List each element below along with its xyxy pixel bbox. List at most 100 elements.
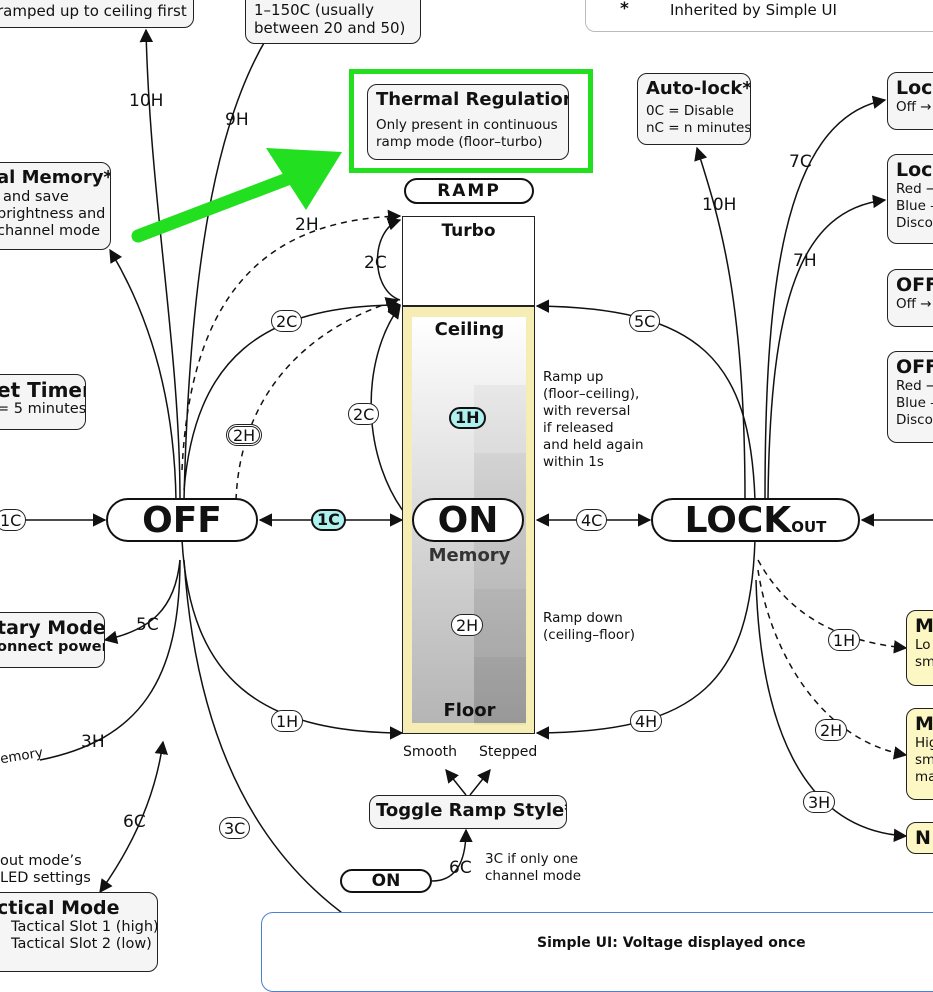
timer-title: et Timer [0, 378, 86, 402]
one-channel-note: 3C if only one channel mode [485, 851, 581, 885]
edge-3h-left: 3H [81, 732, 105, 752]
edge-1h-right[interactable]: 1H [828, 629, 861, 651]
edge-5c-right[interactable]: 5C [629, 310, 661, 332]
edge-3c-left[interactable]: 3C [219, 817, 251, 839]
stepped-label: Stepped [479, 744, 538, 760]
edge-9h: 9H [225, 110, 249, 130]
edge-2h-right[interactable]: 2H [815, 719, 848, 741]
lock-2-title: Lock [896, 159, 933, 181]
ramp-up-line-6: within 1s [543, 454, 604, 470]
memory-desc-3: channel mode [0, 223, 101, 239]
off-2-desc-3: Disco [896, 412, 933, 428]
thermal-title: Thermal Regulation [376, 89, 569, 110]
edge-10h-right: 10H [702, 195, 737, 215]
edge-2c-on[interactable]: 2C [348, 403, 380, 425]
top-mid-line-1: 1–150C (usually [254, 1, 374, 19]
edge-1c-center[interactable]: 1C [311, 509, 346, 531]
one-channel-line-2: channel mode [485, 868, 581, 884]
memory-desc-2: brightness and [0, 206, 106, 222]
lock-box-2: Lock Red → Blue – Disco [887, 154, 933, 244]
ceiling-label: Ceiling [434, 319, 505, 340]
lock-2-desc-3: Disco [896, 215, 933, 231]
m-1-desc-1: Lo [915, 637, 931, 653]
step-1 [474, 385, 526, 725]
off-box-2: OFF Red → Blue – Disco [887, 351, 933, 443]
off-label: OFF [142, 499, 222, 541]
off-box-1: OFF Off → [887, 269, 933, 327]
autolock-box: Auto-lock* 0C = Disable nC = n minutes [637, 73, 751, 145]
thermal-desc-1: Only present in continuous [376, 117, 558, 133]
timer-desc: = 5 minutes [0, 401, 86, 417]
edge-1h-ramp[interactable]: 1H [449, 407, 486, 429]
edge-2h-top: 2H [295, 215, 319, 235]
edge-2c-tag[interactable]: 2C [271, 310, 303, 332]
tactical-title: ctical Mode [0, 897, 120, 919]
one-channel-line-1: 3C if only one [485, 851, 579, 867]
edge-2h-double[interactable]: 2H [226, 424, 263, 446]
memory-desc-1: and save [3, 189, 69, 205]
m-2-desc-2: sm [915, 752, 933, 768]
edge-5c-left: 5C [136, 615, 159, 635]
ramp-up-line-1: Ramp up [543, 369, 604, 385]
toggle-ramp-style-box[interactable]: Toggle Ramp Style* [369, 795, 567, 829]
edge-1h-off[interactable]: 1H [271, 710, 304, 732]
lock-sub-label: OUT [791, 518, 827, 536]
edge-2c-turbo: 2C [364, 253, 387, 273]
ramp-down-line-1: Ramp down [543, 610, 623, 626]
lock-box-1: Lock Off → [887, 72, 933, 130]
off-state-pill[interactable]: OFF [106, 498, 258, 542]
thermal-highlight-frame [349, 69, 593, 173]
floor-label: Floor [443, 700, 496, 721]
off-2-desc-2: Blue – [896, 395, 933, 411]
edge-2h-ramp[interactable]: 2H [451, 614, 484, 636]
smooth-label: Smooth [403, 744, 458, 760]
thermal-desc-2: ramp mode (floor–turbo) [376, 134, 543, 150]
m-1-title: M [915, 615, 933, 637]
on-small-pill[interactable]: ON [340, 869, 432, 893]
turbo-zone: Turbo [402, 216, 535, 306]
momentary-desc: onnect power [0, 639, 105, 655]
momentary-title: tary Mode [0, 617, 105, 639]
edge-1c-left[interactable]: 1C [0, 509, 27, 531]
off-1-title: OFF [896, 274, 933, 296]
toggle-ramp-title: Toggle Ramp Style* [376, 800, 567, 821]
autolock-title: Auto-lock* [646, 78, 751, 99]
tactical-box: ctical Mode Tactical Slot 1 (high) Tacti… [0, 892, 158, 972]
top-left-text: ramped up to ceiling first [0, 2, 187, 20]
legend-star: * [620, 0, 629, 19]
memory-box: al Memory* and save brightness and chann… [0, 162, 111, 250]
m-2-desc-1: Hig [915, 735, 933, 751]
lock-label: LOCK [684, 499, 792, 541]
m-box-2: M Hig sm ma [906, 708, 933, 800]
autolock-desc-2: nC = n minutes [646, 120, 751, 136]
lock-2-desc-1: Red → [896, 181, 933, 197]
m-box-1: M Lo sm [906, 610, 933, 686]
off-2-desc-1: Red → [896, 378, 933, 394]
top-left-box: ramped up to ceiling first [0, 0, 194, 28]
n-box: N [906, 822, 933, 854]
edge-6c-bottom: 6C [449, 858, 472, 878]
lockout-mode-line-2: LED settings [0, 870, 91, 886]
edge-4h[interactable]: 4H [630, 710, 663, 732]
on-state-pill[interactable]: ON [412, 498, 524, 542]
edge-4c[interactable]: 4C [576, 509, 608, 531]
edge-7c: 7C [789, 152, 812, 172]
off-2-title: OFF [896, 356, 933, 378]
edge-3h-right[interactable]: 3H [803, 791, 836, 813]
ramp-label: RAMP [437, 181, 501, 201]
n-title: N [915, 827, 931, 849]
tactical-desc-1: Tactical Slot 1 (high) [11, 919, 158, 935]
lockout-mode-line-1: out mode’s [0, 853, 82, 869]
ramp-state-pill[interactable]: RAMP [404, 178, 534, 204]
ramp-up-note: Ramp up (floor–ceiling), with reversal i… [543, 369, 644, 471]
m-2-title: M [915, 713, 933, 735]
step-4 [474, 657, 526, 723]
legend-text: Inherited by Simple UI [670, 1, 837, 19]
off-1-desc: Off → [896, 296, 932, 312]
lock-1-title: Lock [896, 77, 933, 99]
memory-label: Memory [428, 545, 511, 566]
step-3 [474, 589, 526, 723]
edge-6c-left: 6C [123, 812, 146, 832]
top-mid-box: 1–150C (usually between 20 and 50) [245, 0, 421, 44]
